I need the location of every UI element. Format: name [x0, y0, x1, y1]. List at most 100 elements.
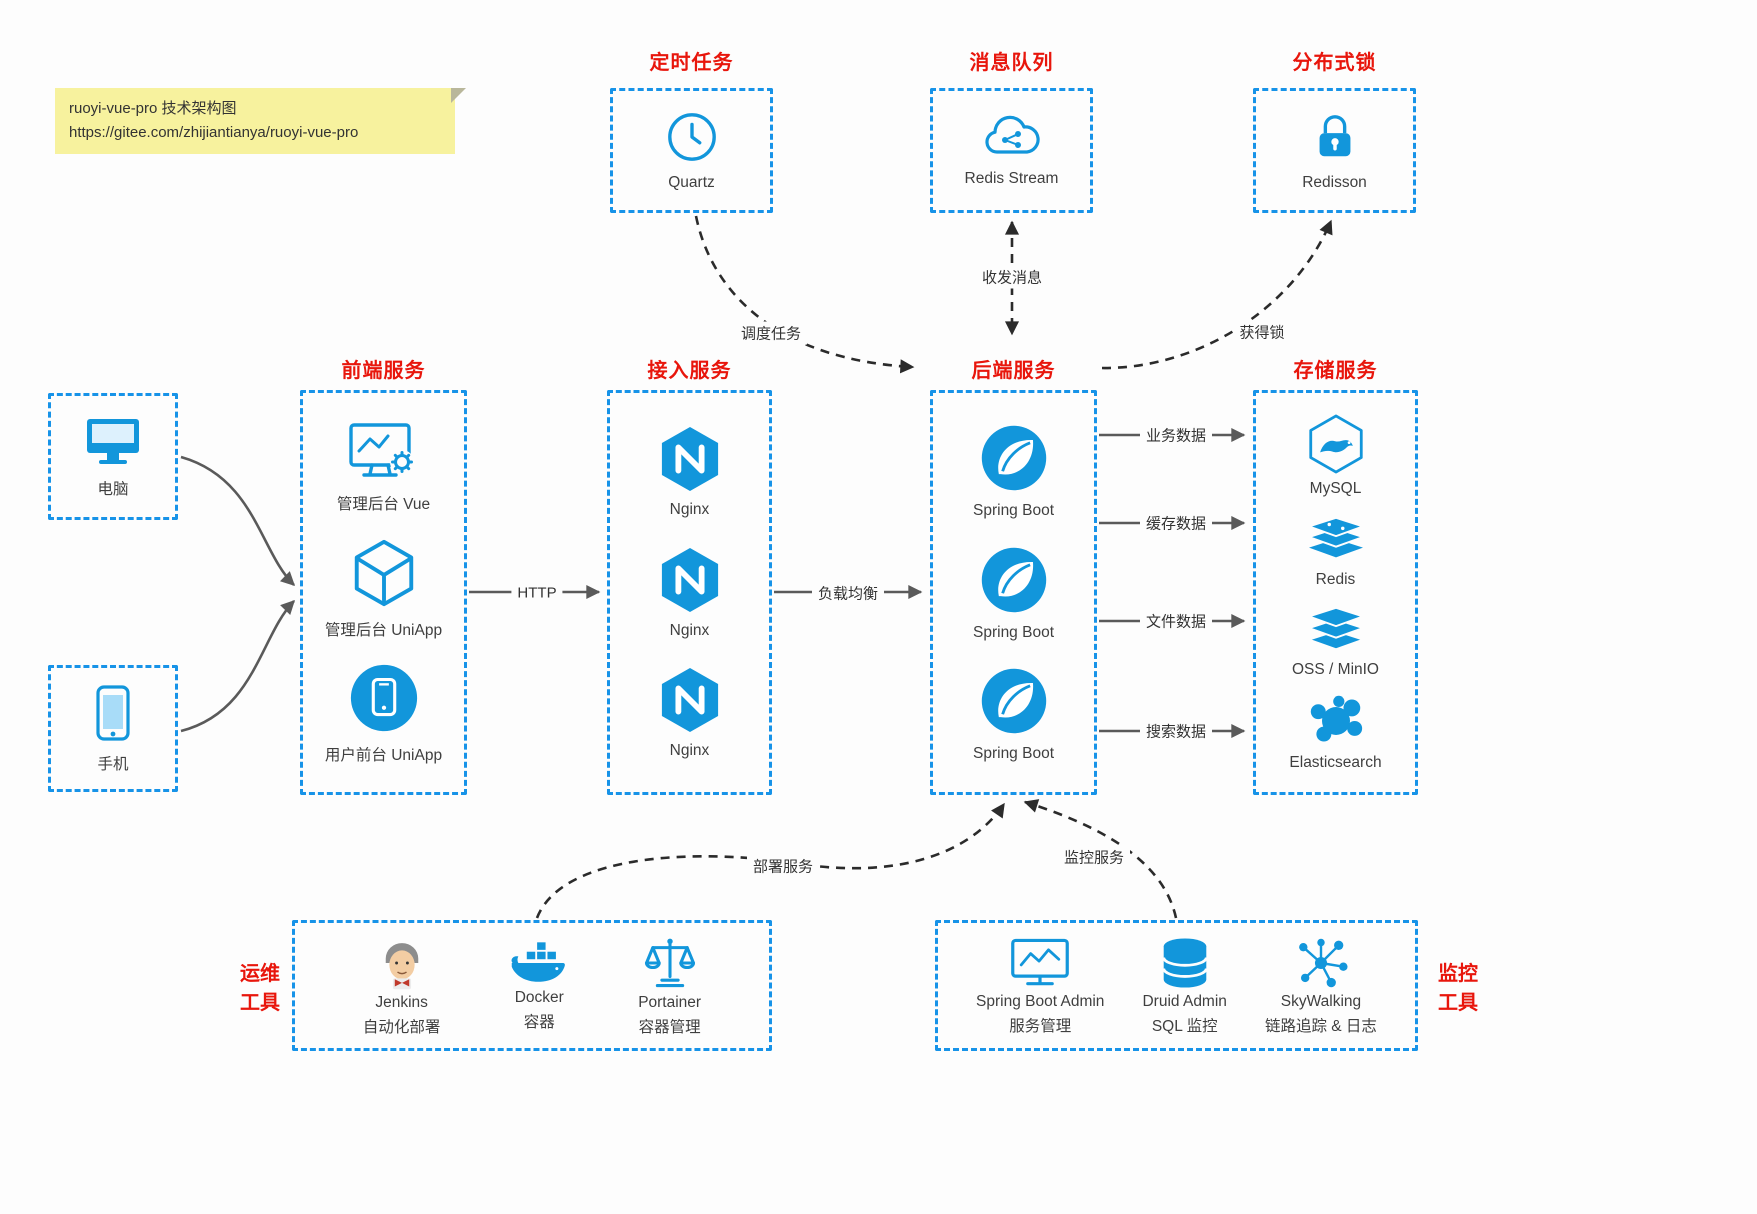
tool-docker: Docker 容器: [508, 940, 570, 1032]
admin-vue-icon: [348, 423, 414, 477]
storage-title: 存储服务: [1293, 360, 1378, 382]
edge-mobile-frontend: [180, 599, 295, 733]
frontend-title: 前端服务: [341, 360, 426, 382]
nginx-icon: [661, 427, 718, 492]
storage-oss-label: OSS / MinIO: [1292, 661, 1379, 679]
sba-name: Spring Boot Admin: [976, 992, 1105, 1010]
docker-icon: [511, 941, 566, 982]
phone-icon: [96, 684, 130, 741]
portainer-scales-icon: [644, 938, 695, 987]
note-url: https://gitee.com/zhijiantianya/ruoyi-vu…: [69, 124, 359, 141]
gateway-label-1: Nginx: [669, 501, 710, 519]
gateway-title: 接入服务: [647, 360, 732, 382]
redisson-box: Redisson: [1253, 88, 1416, 213]
gateway-node-3: Nginx: [659, 666, 721, 760]
mobile-client-box: 手机: [48, 665, 178, 792]
gateway-label-2: Nginx: [669, 621, 710, 639]
storage-redis-label: Redis: [1315, 570, 1356, 588]
frontend-user-uniapp-label: 用户前台 UniApp: [324, 746, 443, 764]
skywalking-desc: 链路追踪 & 日志: [1264, 1017, 1377, 1035]
redis-stream-box: Redis Stream: [930, 88, 1093, 213]
edge-label-monitor: 监控服务: [1057, 845, 1131, 869]
cloud-stream-icon: [984, 115, 1040, 154]
skywalking-name: SkyWalking: [1280, 992, 1362, 1010]
tool-portainer: Portainer 容器管理: [638, 935, 701, 1037]
gateway-node-2: Nginx: [659, 546, 721, 640]
pc-client-box: 电脑: [48, 393, 178, 520]
monitoring-tools-title: 监控 工具: [1434, 960, 1482, 1018]
nginx-icon: [661, 547, 718, 612]
scheduled-tasks-title: 定时任务: [649, 52, 734, 74]
mobile-label: 手机: [97, 755, 129, 773]
backend-title: 后端服务: [971, 360, 1056, 382]
ops-title-line1: 运维: [240, 963, 280, 985]
backend-label-2: Spring Boot: [973, 623, 1054, 641]
edge-pc-frontend: [180, 455, 296, 586]
edge-label-messaging: 收发消息: [975, 265, 1049, 289]
storage-node-redis: Redis: [1305, 512, 1366, 589]
frontend-vue-label: 管理后台 Vue: [336, 496, 431, 514]
edge-label-load-balance: 负载均衡: [811, 581, 885, 605]
user-uniapp-icon: [350, 664, 417, 731]
storage-node-mysql: MySQL: [1307, 413, 1365, 498]
clock-icon: [667, 112, 716, 161]
storage-es-label: Elasticsearch: [1289, 754, 1382, 772]
frontend-node-user-uniapp: 用户前台 UniApp: [325, 661, 442, 765]
backend-node-2: Spring Boot: [973, 544, 1054, 642]
redisson-label: Redisson: [1302, 173, 1367, 191]
druid-desc: SQL 监控: [1151, 1017, 1218, 1035]
frontend-node-admin-uniapp: 管理后台 UniApp: [325, 536, 442, 640]
backend-label-3: Spring Boot: [973, 744, 1054, 762]
redis-stream-label: Redis Stream: [964, 169, 1059, 187]
backend-label-1: Spring Boot: [973, 502, 1054, 520]
monitoring-title-line2: 工具: [1438, 992, 1478, 1014]
storage-mysql-label: MySQL: [1309, 479, 1362, 497]
edge-label-file-data: 文件数据: [1139, 609, 1213, 633]
pc-label: 电脑: [97, 480, 129, 498]
frontend-admin-uniapp-label: 管理后台 UniApp: [324, 621, 443, 639]
edge-acquire-lock: [1101, 219, 1333, 370]
desktop-icon: [87, 418, 139, 464]
lock-icon: [1319, 114, 1350, 156]
backend-node-1: Spring Boot: [973, 422, 1054, 520]
ops-tools-title: 运维 工具: [236, 960, 284, 1018]
tool-skywalking: SkyWalking 链路追踪 & 日志: [1265, 936, 1377, 1036]
edge-label-business-data: 业务数据: [1139, 423, 1213, 447]
portainer-desc: 容器管理: [638, 1018, 701, 1036]
spring-boot-icon: [981, 668, 1046, 733]
tool-druid-admin: Druid Admin SQL 监控: [1142, 936, 1227, 1036]
ops-tools-box: Jenkins 自动化部署 Docker 容器: [292, 920, 772, 1051]
mysql-icon: [1308, 414, 1363, 474]
tool-spring-boot-admin: Spring Boot Admin 服务管理: [976, 936, 1104, 1036]
uniapp-box-icon: [354, 539, 413, 606]
skywalking-graph-icon: [1299, 938, 1348, 987]
edge-label-cache-data: 缓存数据: [1139, 511, 1213, 535]
nginx-icon: [661, 667, 718, 732]
spring-boot-icon: [981, 547, 1046, 612]
spring-boot-admin-icon: [1011, 938, 1070, 985]
message-queue-title: 消息队列: [969, 52, 1054, 74]
note-title: ruoyi-vue-pro 技术架构图: [69, 100, 237, 117]
storage-node-oss: OSS / MinIO: [1292, 602, 1379, 679]
monitoring-title-line1: 监控: [1438, 963, 1478, 985]
backend-box: Spring Boot Spring Boot Spring Boot: [930, 390, 1097, 795]
edge-label-http: HTTP: [511, 583, 563, 603]
docker-name: Docker: [514, 988, 564, 1006]
frontend-box: 管理后台 Vue 管理后台 UniApp 用户前台 UniApp: [300, 390, 467, 795]
storage-box: MySQL Redis OSS / MinIO: [1253, 390, 1418, 795]
jenkins-desc: 自动化部署: [362, 1018, 441, 1036]
jenkins-name: Jenkins: [375, 993, 428, 1011]
sticky-note: ruoyi-vue-pro 技术架构图 https://gitee.com/zh…: [55, 88, 466, 154]
jenkins-icon: [385, 942, 418, 989]
tool-jenkins: Jenkins 自动化部署: [362, 935, 441, 1037]
spring-boot-icon: [981, 426, 1046, 491]
database-icon: [1162, 937, 1208, 988]
gateway-node-1: Nginx: [659, 425, 721, 519]
sba-desc: 服务管理: [1009, 1017, 1072, 1035]
storage-node-es: Elasticsearch: [1289, 693, 1382, 772]
quartz-label: Quartz: [668, 173, 715, 191]
backend-node-3: Spring Boot: [973, 665, 1054, 763]
distributed-lock-title: 分布式锁: [1292, 52, 1377, 74]
